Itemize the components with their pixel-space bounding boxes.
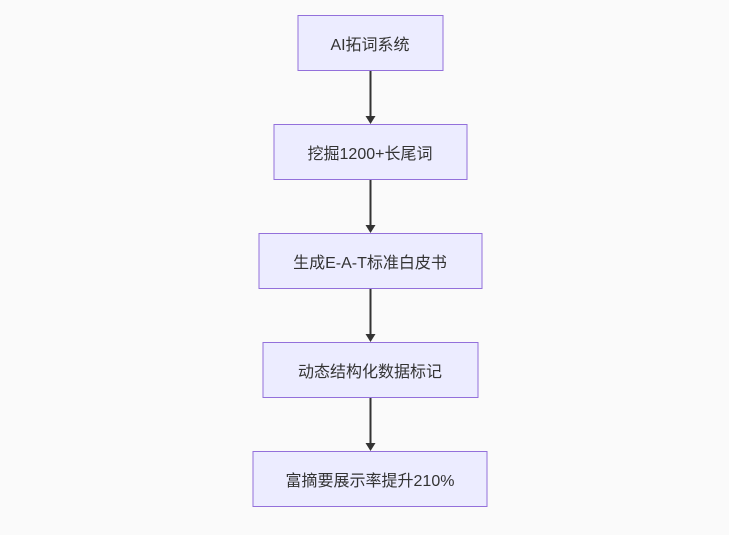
flow-node-label: 生成E-A-T标准白皮书 — [293, 255, 447, 272]
flow-node-label: 挖掘1200+长尾词 — [307, 146, 433, 163]
flow-node-label: 富摘要展示率提升210% — [285, 473, 455, 490]
edge-line — [369, 180, 371, 225]
flow-node-eat-whitepaper: 生成E-A-T标准白皮书 — [258, 233, 482, 289]
flow-edge-3 — [365, 289, 375, 342]
edge-line — [369, 398, 371, 443]
edge-line — [369, 289, 371, 334]
arrowhead-down-icon — [365, 443, 375, 451]
edge-line — [369, 71, 371, 116]
flow-node-label: 动态结构化数据标记 — [297, 364, 442, 381]
flow-node-label: AI拓词系统 — [330, 37, 410, 54]
arrowhead-down-icon — [365, 225, 375, 233]
flow-edge-2 — [365, 180, 375, 233]
flow-node-longtail-mining: 挖掘1200+长尾词 — [273, 124, 467, 180]
flow-edge-1 — [365, 71, 375, 124]
flow-edge-4 — [365, 398, 375, 451]
flow-node-ai-keyword-system: AI拓词系统 — [297, 15, 443, 71]
flowchart: AI拓词系统 挖掘1200+长尾词 生成E-A-T标准白皮书 动态结构化数据标记 — [252, 15, 488, 507]
flow-node-structured-data-markup: 动态结构化数据标记 — [262, 342, 478, 398]
arrowhead-down-icon — [365, 334, 375, 342]
arrowhead-down-icon — [365, 116, 375, 124]
flow-node-rich-snippet-result: 富摘要展示率提升210% — [252, 451, 488, 507]
